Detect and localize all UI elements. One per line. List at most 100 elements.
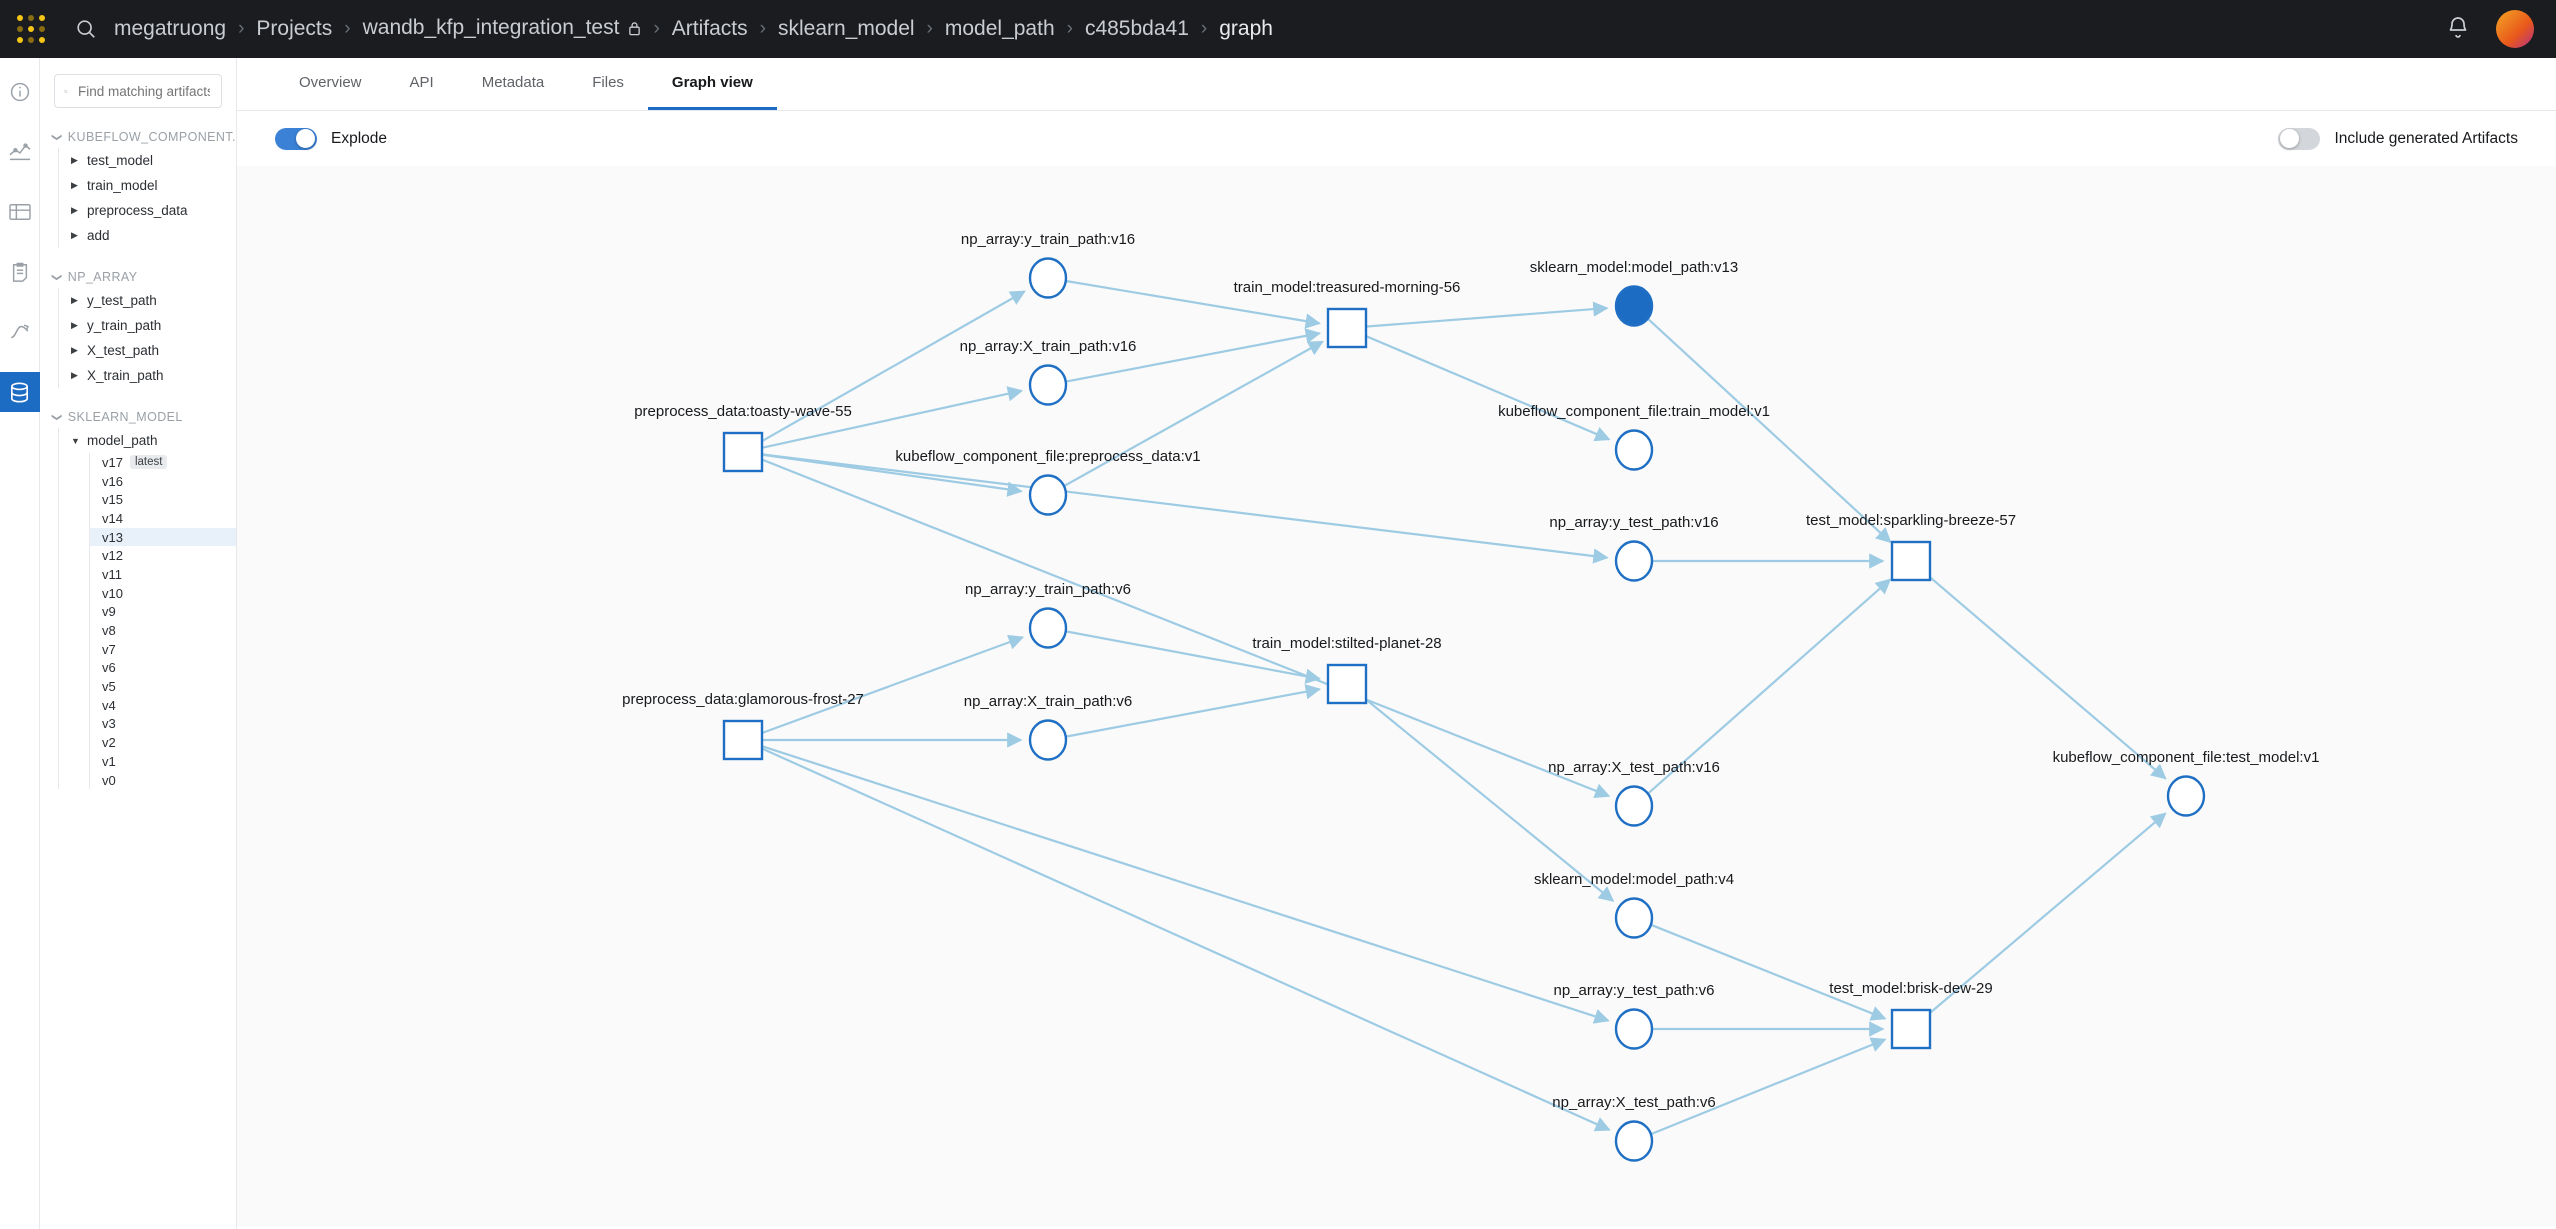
version-label: v7 [102,641,116,657]
tab-overview[interactable]: Overview [299,74,362,91]
artifact-group-sklearn-model[interactable]: ❯SKLEARN_MODEL [40,406,236,428]
breadcrumb-item-model-path[interactable]: model_path [944,17,1055,40]
version-item-v10[interactable]: v10 [90,584,236,603]
tab-files[interactable]: Files [592,74,624,91]
version-item-v12[interactable]: v12 [90,546,236,565]
breadcrumb-item-wandb-kfp-integration-test[interactable]: wandb_kfp_integration_test [351,16,654,42]
graph-node-square[interactable] [722,719,764,761]
version-item-v8[interactable]: v8 [90,621,236,640]
version-item-v11[interactable]: v11 [90,565,236,584]
graph-node-circle[interactable] [1028,364,1068,406]
tree-item-add[interactable]: ▶add [59,223,236,248]
tab-graph-view[interactable]: Graph view [647,58,777,110]
graph-edge [760,747,1611,1132]
version-label: v13 [102,529,123,545]
version-label: v4 [102,697,116,713]
caret-right-icon[interactable]: ▶ [71,180,78,190]
caret-right-icon[interactable]: ▶ [71,205,78,215]
caret-right-icon[interactable]: ▶ [71,320,78,330]
search-icon[interactable] [62,18,110,40]
version-item-v1[interactable]: v1 [90,752,236,771]
graph-node-circle[interactable] [1028,474,1068,516]
overview-icon[interactable] [0,72,40,112]
graph-edge [762,453,1609,564]
chevron-down-icon: ❯ [50,412,62,422]
version-item-v15[interactable]: v15 [90,490,236,509]
breadcrumb-item-projects[interactable]: Projects [256,17,333,40]
graph-node-circle[interactable] [1614,540,1654,582]
charts-icon[interactable] [0,132,40,172]
tree-item-X_train_path[interactable]: ▶X_train_path [59,363,236,388]
include-generated-artifacts-toggle[interactable] [2278,127,2321,150]
search-artifacts-box[interactable] [54,74,222,108]
graph-node-circle[interactable] [1614,1008,1654,1050]
apps-grid-icon[interactable] [0,15,62,43]
tree-item-preprocess_data[interactable]: ▶preprocess_data [59,198,236,223]
search-input[interactable] [76,82,212,100]
graph-node-circle[interactable] [1614,897,1654,939]
tree-item-label: test_model [87,153,154,168]
tab-api[interactable]: API [409,74,434,91]
graph-node-circle[interactable] [1614,285,1654,327]
tree-item-train_model[interactable]: ▶ train_model [59,173,236,198]
graph-node-square[interactable] [722,431,764,473]
caret-right-icon[interactable]: ▶ [71,295,78,305]
caret-right-icon[interactable]: ▶ [71,230,78,240]
graph-nodes [722,257,2206,1162]
caret-right-icon[interactable]: ▶ [71,155,78,165]
breadcrumb-item-c485bda41[interactable]: c485bda41 [1084,17,1189,40]
graph-node-circle[interactable] [1614,1120,1654,1162]
version-item-v7[interactable]: v7 [90,640,236,659]
graph-node-circle[interactable] [1028,607,1068,649]
avatar[interactable] [2496,10,2534,48]
version-item-v5[interactable]: v5 [90,677,236,696]
version-item-v6[interactable]: v6 [90,659,236,678]
graph-edge [1064,340,1324,487]
caret-right-icon[interactable]: ▶ [71,370,78,380]
tab-metadata[interactable]: Metadata [481,74,545,91]
graph-node-square[interactable] [1890,540,1932,582]
breadcrumb-separator: › [759,18,766,39]
tree-item-model_path[interactable]: ▼model_path [59,428,236,453]
version-item-v2[interactable]: v2 [90,733,236,752]
bell-icon[interactable] [2446,15,2470,44]
version-item-v4[interactable]: v4 [90,696,236,715]
explode-toggle[interactable] [275,127,317,150]
table-icon[interactable] [0,192,40,232]
tree-item-y_train_path[interactable]: ▶y_train_path [59,313,236,338]
reports-icon[interactable] [0,252,40,292]
breadcrumb-item-graph[interactable]: graph [1219,17,1273,40]
graph-node-square[interactable] [1326,307,1368,349]
tree-item-label: train_model [87,178,158,193]
caret-right-icon[interactable]: ▶ [71,345,78,355]
tree-item-X_test_path[interactable]: ▶X_test_path [59,338,236,363]
graph-node-circle[interactable] [1028,719,1068,761]
graph-node-circle[interactable] [1028,257,1068,299]
graph-node-circle[interactable] [1614,429,1654,471]
tree-item-y_test_path[interactable]: ▶y_test_path [59,288,236,313]
breadcrumb-item-sklearn-model[interactable]: sklearn_model [777,17,915,40]
graph-node-square[interactable] [1890,1008,1932,1050]
graph-node-circle[interactable] [2166,775,2206,817]
tree-item-test_model[interactable]: ▶ test_model [59,148,236,173]
version-item-v9[interactable]: v9 [90,603,236,622]
graph-node-circle[interactable] [1614,785,1654,827]
sweeps-icon[interactable] [0,312,40,352]
version-item-v0[interactable]: v0 [90,771,236,790]
graph-node-square[interactable] [1326,663,1368,705]
version-item-v13[interactable]: v13 [90,527,236,547]
artifact-tree-panel: ❯KUBEFLOW_COMPONENT... ▶ test_model ▶ train_… [40,58,237,1229]
artifact-group-np-array[interactable]: ❯NP_ARRAY [40,266,236,288]
version-item-v14[interactable]: v14 [90,509,236,528]
breadcrumb-item-artifacts[interactable]: Artifacts [671,17,748,40]
artifact-group-kubeflow-component-[interactable]: ❯KUBEFLOW_COMPONENT... [40,126,236,148]
artifacts-icon[interactable] [0,372,40,412]
version-item-v16[interactable]: v16 [90,472,236,491]
breadcrumb-item-megatruong[interactable]: megatruong [114,17,227,40]
caret-down-icon[interactable]: ▼ [71,435,80,446]
version-label: v0 [102,772,116,788]
version-item-v3[interactable]: v3 [90,715,236,734]
include-generated-artifacts-label: Include generated Artifacts [2334,129,2518,147]
